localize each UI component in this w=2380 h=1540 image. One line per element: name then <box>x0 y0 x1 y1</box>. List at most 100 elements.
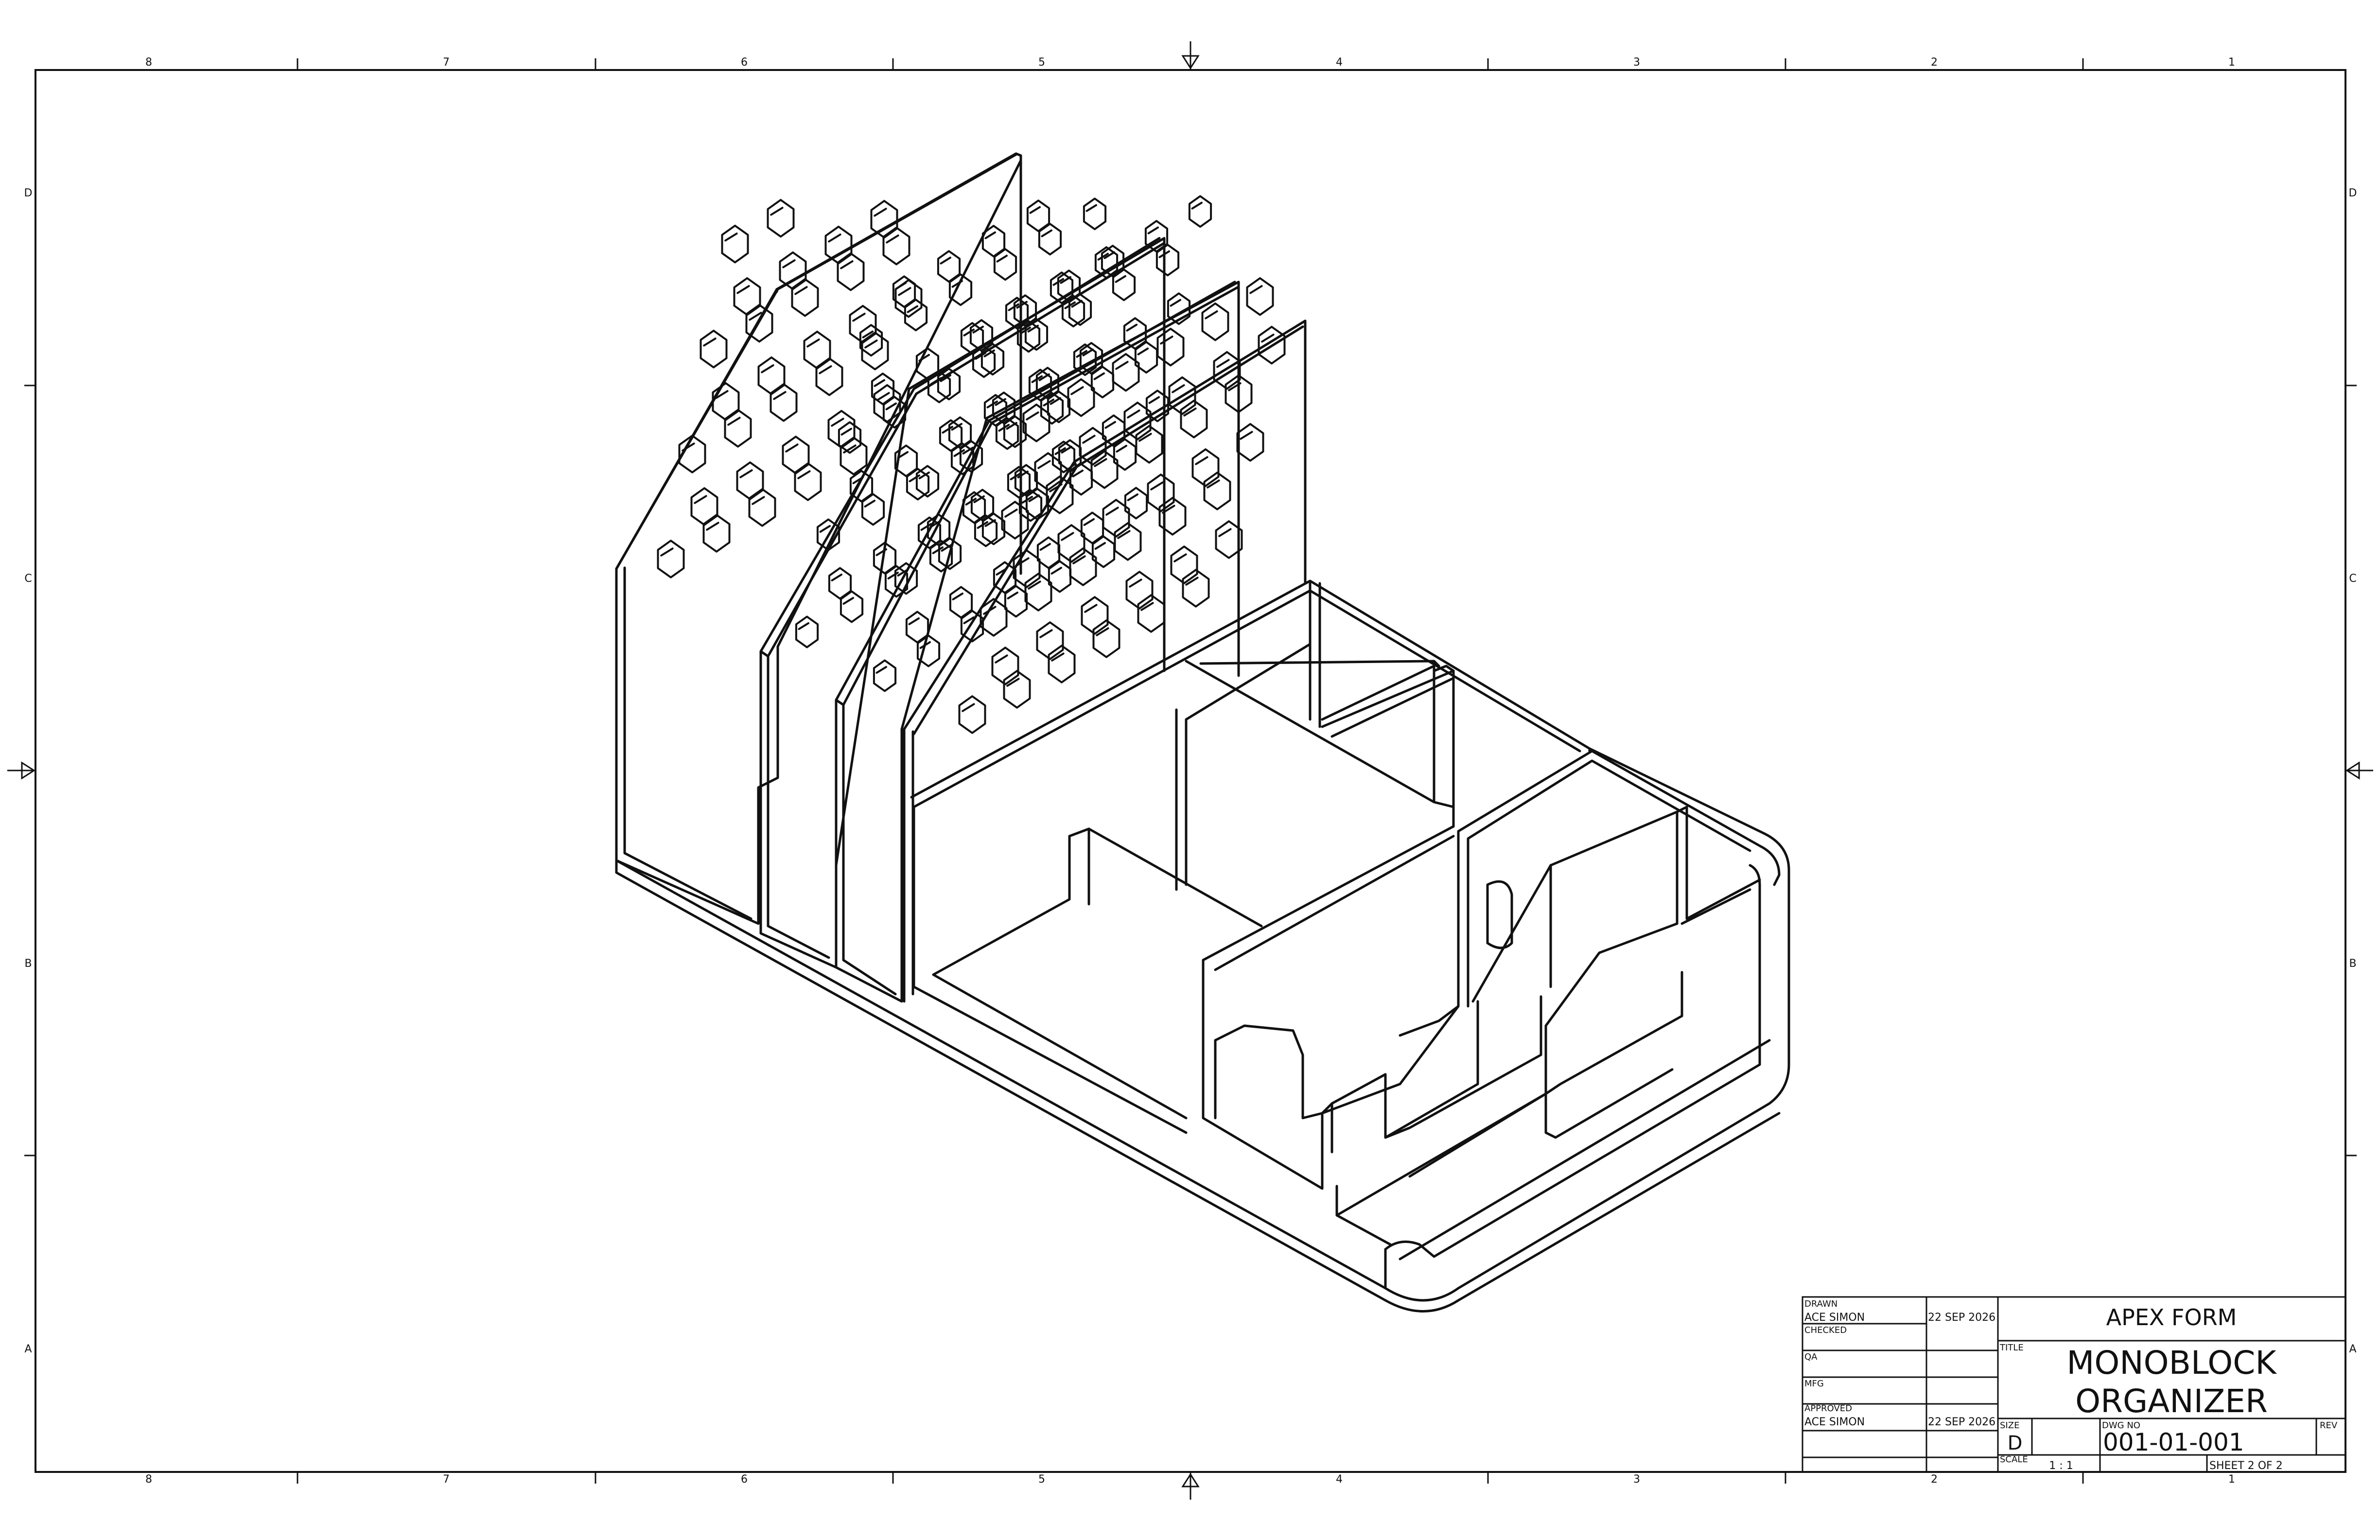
hex-cutout <box>700 330 728 368</box>
hex-cutout-edge <box>1096 627 1109 636</box>
zone-col-6-top: 6 <box>741 56 748 69</box>
hex-cutout <box>1014 464 1038 497</box>
isometric-view <box>615 152 1790 1312</box>
zone-col-8-top: 8 <box>145 56 152 69</box>
hex-cutout <box>702 514 731 553</box>
hex-cutout <box>1003 415 1027 448</box>
hex-cutout-edge <box>1147 227 1159 234</box>
hex-cutout-edge <box>1082 349 1094 356</box>
hex-cutout <box>980 343 1005 376</box>
hex-cutout-edge <box>875 666 887 674</box>
hex-cutout-edge <box>1195 456 1208 465</box>
zone-col-1-top: 1 <box>2228 56 2235 69</box>
hex-cutout-edge <box>1072 470 1084 477</box>
tray-right-compartment <box>1399 750 1781 1178</box>
hex-cutout-edge <box>1129 578 1142 588</box>
hex-cutout <box>1114 522 1142 561</box>
hex-cutout <box>1144 220 1169 253</box>
hex-cutout <box>1024 318 1049 351</box>
hex-cutout <box>1125 571 1154 610</box>
hex-cutout-edge <box>1115 275 1126 283</box>
hex-cutout-edge <box>874 379 885 387</box>
hex-cutout-edge <box>1094 542 1106 550</box>
zone-col-3-top: 3 <box>1633 56 1640 69</box>
hex-cutout-edge <box>1249 285 1263 294</box>
hex-cutout-edge <box>1097 253 1109 261</box>
approved-label: APPROVED <box>1804 1403 1852 1414</box>
hex-cutout-edge <box>920 523 932 531</box>
hex-cutout <box>1083 197 1107 230</box>
hex-cutout-edge <box>1240 431 1253 440</box>
hex-cutout-edge <box>798 622 809 630</box>
scale-value: 1 : 1 <box>2049 1460 2073 1472</box>
hex-cutout <box>1112 353 1140 392</box>
hex-cutout-edge <box>706 522 719 531</box>
hex-cutout-edge <box>1006 422 1017 430</box>
hex-cutout <box>657 540 685 578</box>
hex-cutout-edge <box>942 426 953 434</box>
hex-cutout <box>870 200 898 239</box>
hex-cutout-edge <box>1054 447 1066 455</box>
hex-cutout-edge <box>885 402 897 410</box>
hex-cutout <box>748 488 776 527</box>
zone-row-b-left: B <box>24 958 32 970</box>
hex-cutout <box>1182 569 1210 608</box>
zone-col-4-top: 4 <box>1336 56 1343 69</box>
hex-cutout <box>1170 545 1198 584</box>
hex-cutout <box>1094 246 1119 279</box>
hex-cutout-edge <box>1207 479 1220 489</box>
approved-by: ACE SIMON <box>1804 1416 1865 1428</box>
hex-cutout <box>1079 427 1107 466</box>
hex-cutout-edge <box>996 255 1008 262</box>
hex-cutout <box>1022 403 1050 442</box>
hex-cutout <box>1036 536 1061 569</box>
tray-rim <box>1335 864 1771 1290</box>
title-block: DRAWN ACE SIMON 22 SEP 2026 CHECKED QA M… <box>1802 1296 2346 1473</box>
hex-cutout-edge <box>1137 348 1149 355</box>
hex-cutout-edge <box>862 331 874 338</box>
hex-cutout <box>1005 297 1029 330</box>
hex-cutout <box>757 356 786 395</box>
hex-cutout-edge <box>819 525 831 533</box>
hex-cutout-edge <box>1103 251 1115 259</box>
hex-cutout-edge <box>1148 396 1160 404</box>
hex-cutout <box>1013 549 1041 588</box>
hex-cutout-edge <box>908 617 920 625</box>
hex-cutout-edge <box>1029 206 1041 214</box>
hex-cutout <box>1004 585 1028 618</box>
hex-cutout-edge <box>1072 555 1086 564</box>
hex-cutout <box>958 695 986 734</box>
hex-cutout <box>1047 390 1071 423</box>
hex-cutout <box>1215 520 1243 559</box>
hex-cutout <box>1073 343 1097 376</box>
hex-cutout <box>1058 439 1082 472</box>
hex-cutout <box>1246 277 1274 316</box>
hex-cutout-edge <box>1094 458 1107 467</box>
hex-cutout-edge <box>1071 300 1083 308</box>
hex-cutout-edge <box>975 352 986 360</box>
hex-cutout-edge <box>1037 460 1051 469</box>
hex-cutout <box>1201 302 1229 341</box>
hex-cutout <box>1147 473 1175 512</box>
hex-cutout-edge <box>1039 629 1053 638</box>
hex-cutout <box>938 537 962 570</box>
hex-cutout <box>1090 450 1119 489</box>
hex-cutout <box>882 227 910 265</box>
hex-cutout <box>1135 425 1163 464</box>
hex-cutout <box>937 368 961 401</box>
hex-cutout-edge <box>963 329 975 336</box>
hex-cutout-edge <box>1117 530 1131 539</box>
hex-cutout-edge <box>794 286 808 295</box>
drawn-date: 22 SEP 2026 <box>1928 1312 1995 1324</box>
hex-cutout <box>690 487 718 526</box>
hex-cutout <box>1024 573 1052 612</box>
hex-cutout <box>1007 466 1031 499</box>
scale-label: SCALE <box>2000 1454 2028 1465</box>
hex-cutout <box>794 462 822 501</box>
hex-cutout-edge <box>843 444 857 454</box>
hex-cutout <box>1025 488 1050 521</box>
hex-cutout <box>779 251 807 290</box>
hex-cutout-edge <box>1007 592 1018 599</box>
hex-cutout <box>1034 452 1062 491</box>
